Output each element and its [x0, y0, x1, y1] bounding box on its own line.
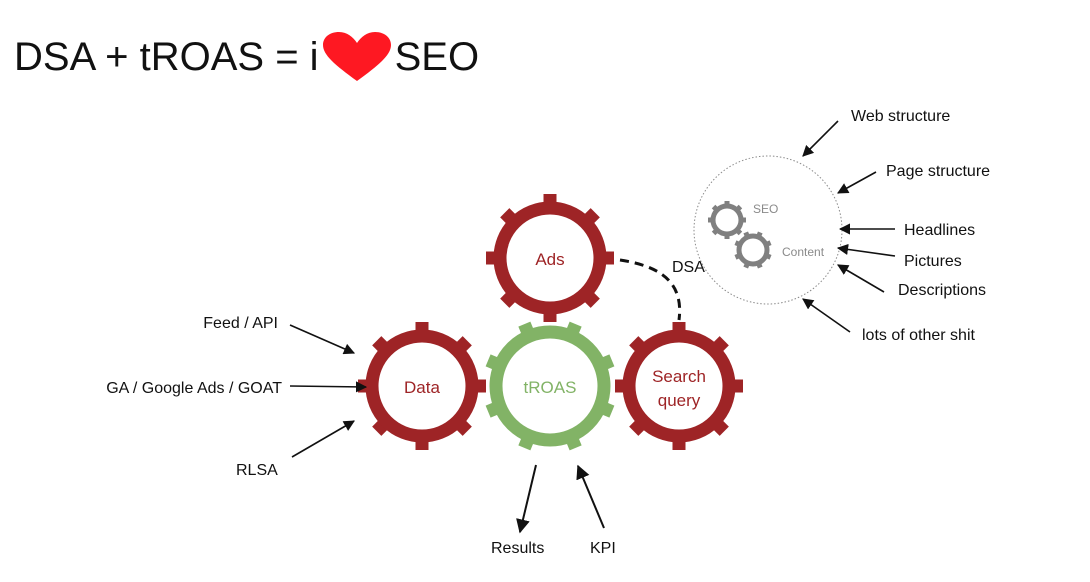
- pictures-arrow: [836, 243, 896, 257]
- gear-ads-label: Ads: [535, 250, 564, 269]
- results-label: Results: [491, 540, 544, 557]
- descriptions-arrow: [837, 264, 885, 293]
- gear-ring: [365, 329, 479, 443]
- gear-data: [358, 322, 486, 450]
- page-structure-label: Page structure: [886, 163, 990, 180]
- ga-arrow: [289, 381, 368, 393]
- seo-label: SEO: [753, 202, 778, 216]
- ga-label: GA / Google Ads / GOAT: [106, 380, 282, 397]
- gear-search-label-line1: Search: [652, 367, 706, 386]
- page-structure-arrow: [837, 171, 877, 194]
- descriptions-label: Descriptions: [898, 282, 986, 299]
- kpi-arrow: [576, 464, 605, 529]
- gear-search-label-line2: query: [658, 391, 701, 410]
- feed-arrow: [289, 324, 356, 355]
- pictures-label: Pictures: [904, 253, 962, 270]
- other-arrow: [802, 298, 851, 333]
- web-structure-label: Web structure: [851, 108, 950, 125]
- gear-data-label: Data: [404, 378, 440, 397]
- gear-ring: [489, 325, 611, 447]
- gear-ring: [736, 233, 770, 267]
- gear-ring: [493, 201, 607, 315]
- rlsa-arrow: [291, 420, 355, 458]
- gear-search-query: [615, 322, 743, 450]
- results-arrow: [516, 464, 537, 534]
- dsa-connector: [619, 258, 682, 321]
- content-label: Content: [782, 245, 825, 259]
- title-prefix: DSA + tROAS = i: [14, 34, 319, 79]
- gear-ads: [486, 194, 614, 322]
- slide-title: DSA + tROAS = i SEO: [14, 32, 479, 82]
- gear-seo: [708, 201, 746, 239]
- gear-troas: [485, 321, 615, 451]
- gear-content: [734, 231, 772, 269]
- dsa-label: DSA: [672, 259, 705, 276]
- other-label: lots of other shit: [862, 327, 976, 344]
- gear-ring: [710, 203, 744, 237]
- kpi-label: KPI: [590, 540, 616, 557]
- title-suffix: SEO: [394, 34, 480, 79]
- heart-icon: [322, 32, 391, 81]
- gear-ring: [622, 329, 736, 443]
- web-structure-arrow: [802, 120, 839, 157]
- gear-troas-label: tROAS: [524, 378, 577, 397]
- feed-label: Feed / API: [203, 315, 278, 332]
- rlsa-label: RLSA: [236, 462, 278, 479]
- headlines-label: Headlines: [904, 222, 975, 239]
